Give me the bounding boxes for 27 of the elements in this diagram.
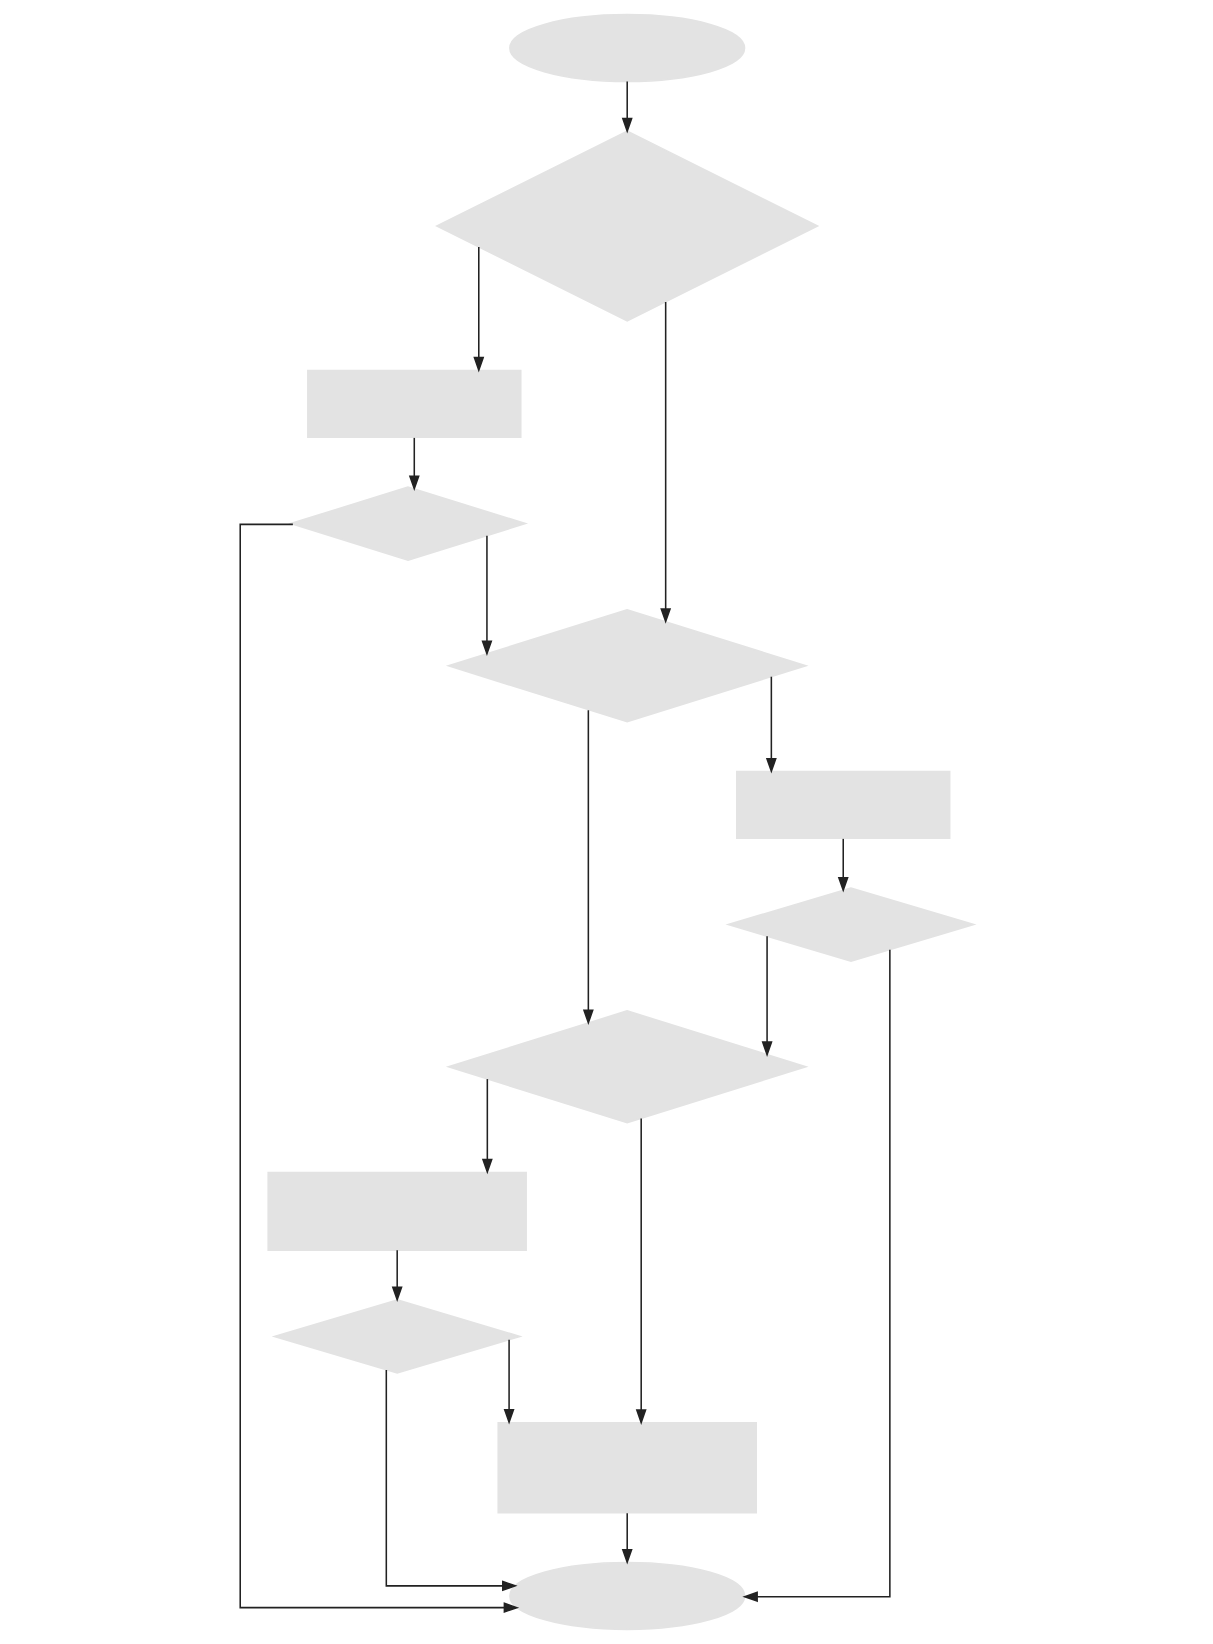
arrow <box>391 1249 403 1303</box>
arrow <box>481 1078 493 1175</box>
arrow <box>481 534 492 657</box>
arrow <box>621 80 633 134</box>
arrow <box>238 523 519 1614</box>
arrow <box>408 437 420 492</box>
arrow <box>837 838 849 893</box>
arrow <box>582 709 594 1026</box>
node-box <box>735 770 950 840</box>
node-diamond <box>287 486 528 561</box>
arrow <box>621 1512 633 1565</box>
arrow <box>472 246 484 373</box>
node-box <box>306 369 521 439</box>
node-oval <box>508 13 745 83</box>
node-oval <box>508 1561 745 1631</box>
arrow <box>503 1338 515 1425</box>
node-box <box>496 1421 757 1514</box>
arrow <box>741 948 891 1603</box>
node-box <box>266 1171 527 1251</box>
node-diamond <box>271 1299 523 1374</box>
arrow <box>765 675 777 774</box>
arrow <box>635 1117 647 1425</box>
arrow <box>659 301 671 624</box>
arrow <box>385 1369 518 1592</box>
arrow <box>761 935 773 1057</box>
node-diamond <box>434 130 819 322</box>
node-diamond <box>725 887 976 962</box>
